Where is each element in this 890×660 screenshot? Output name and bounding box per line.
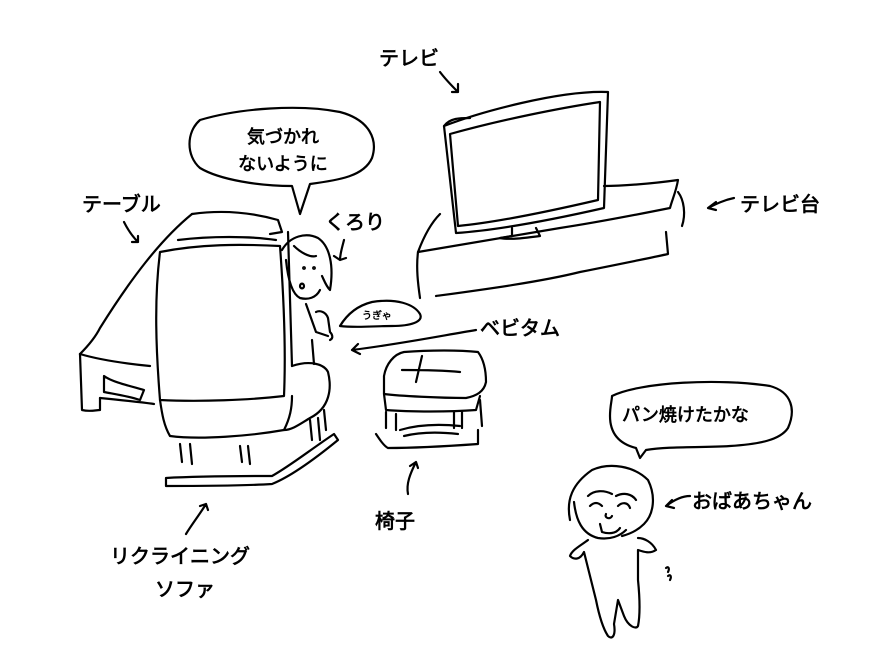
grandma-speech-bubble	[608, 380, 793, 460]
tv-drawing	[442, 90, 610, 240]
table-drawing	[78, 210, 284, 412]
kurori-arrow	[332, 238, 348, 262]
bebitam-chair-drawing	[374, 349, 488, 450]
kurori-speech-bubble	[188, 106, 375, 216]
recliner-sofa-drawing	[155, 230, 340, 488]
grandma-arrow	[664, 494, 692, 510]
tv-stand-label: テレビ台	[740, 192, 820, 216]
sofa-label-line2: ソファ	[155, 577, 215, 601]
bebitam-label: ベビタム	[480, 316, 560, 340]
grandma-speech-text: パン焼けたかな	[622, 405, 749, 426]
chair-arrow	[406, 460, 420, 496]
grandma-label: おばあちゃん	[692, 489, 812, 513]
kurori-drawing	[280, 234, 334, 366]
tv-stand-drawing	[416, 178, 686, 300]
bebitam-cry-bubble	[338, 299, 422, 328]
grandma-drawing	[567, 464, 672, 639]
tv-stand-arrow	[706, 196, 736, 212]
tv-label: テレビ	[379, 46, 439, 70]
kurori-thought-text: 気づかれ ないように	[218, 124, 348, 178]
tv-arrow	[438, 70, 460, 94]
sofa-arrow	[184, 502, 210, 536]
table-arrow	[122, 220, 140, 244]
bebitam-cry-text: うぎゃ	[362, 311, 392, 322]
bebitam-arrow	[350, 328, 478, 356]
table-label: テーブル	[82, 192, 161, 216]
chair-label: 椅子	[375, 509, 415, 533]
kurori-label: くろり	[325, 210, 385, 234]
kurori-thought-line1: 気づかれ	[247, 127, 319, 148]
sofa-label-line1: リクライニング	[110, 544, 250, 568]
kurori-thought-line2: ないように	[238, 154, 328, 175]
